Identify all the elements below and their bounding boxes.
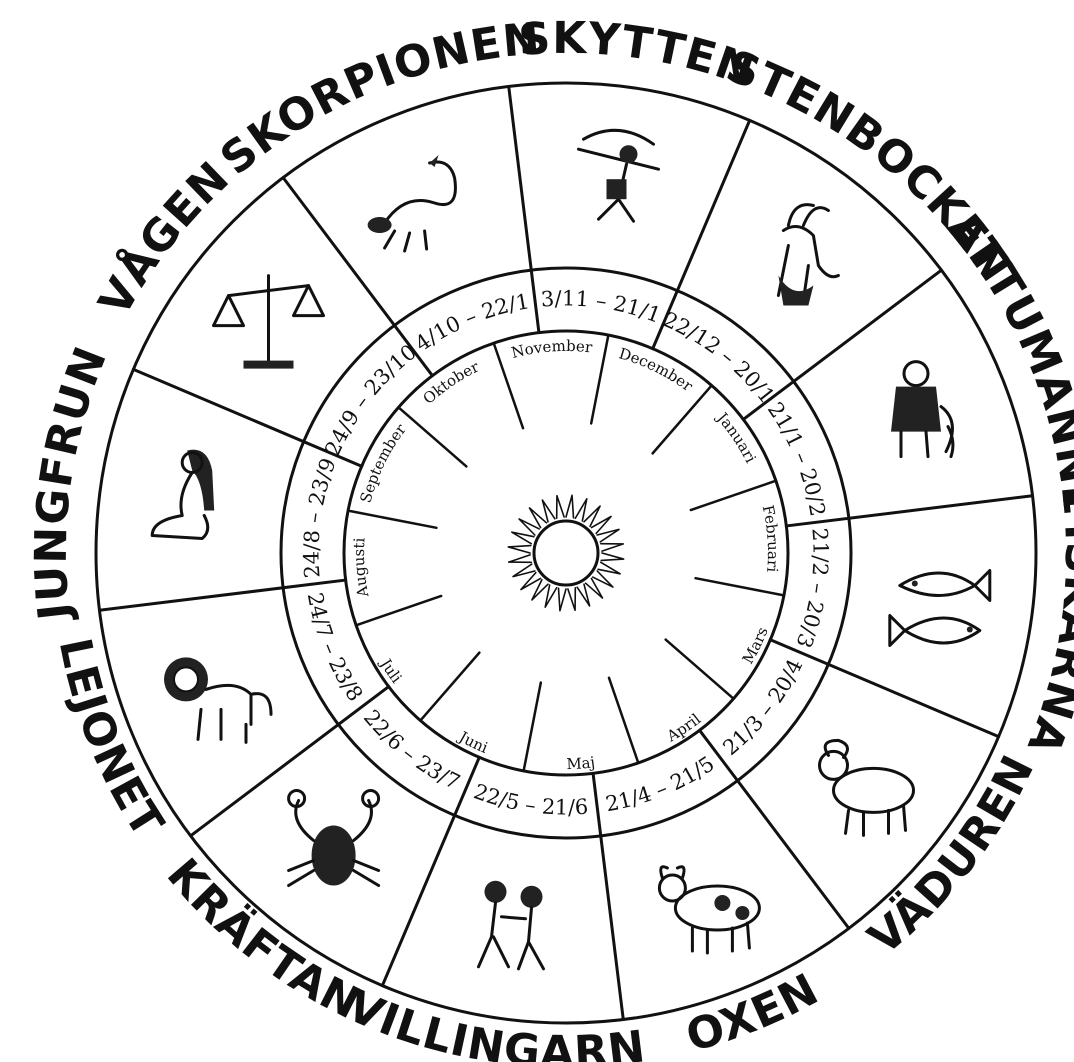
sun-icon (508, 495, 623, 610)
month-divider (420, 653, 479, 721)
month-divider (691, 481, 776, 510)
month-divider (666, 640, 734, 699)
lion-icon (164, 657, 271, 742)
date-range: 24/8 – 23/9 (299, 455, 340, 579)
month-label: Februari (759, 503, 782, 573)
water-bearer-icon (891, 362, 953, 457)
date-ring-inner (344, 331, 788, 775)
archer-icon (579, 130, 659, 221)
sector-divider (382, 757, 479, 985)
wheel-spokes (100, 87, 1033, 1020)
outer-ring (96, 83, 1036, 1023)
wheel-rings (96, 83, 1036, 1023)
date-range: 21/2 – 20/3 (791, 527, 832, 651)
month-divider (653, 385, 712, 453)
sign-name: OXEN (681, 964, 827, 1062)
date-ranges: 24/10 – 22/1123/11 – 21/1222/12 – 20/121… (0, 0, 833, 820)
scales-icon (214, 276, 324, 369)
goat-icon (778, 205, 838, 306)
center-sun (508, 495, 623, 610)
month-divider (524, 683, 541, 771)
month-label: Juli (376, 654, 406, 687)
date-range: 24/7 – 23/8 (303, 591, 368, 706)
month-divider (591, 335, 608, 423)
bull-icon (659, 867, 759, 953)
month-divider (696, 578, 784, 595)
date-range: 21/1 – 20/2 (763, 398, 830, 518)
month-label: Augusti (350, 537, 373, 600)
sign-name: JUNGFRUN (26, 339, 117, 625)
twins-icon (479, 881, 544, 969)
month-label: November (509, 337, 593, 362)
date-range: 22/5 – 21/6 (471, 779, 589, 819)
fish-icon (890, 571, 990, 646)
date-range: 21/3 – 20/4 (718, 655, 807, 760)
month-divider (398, 407, 466, 466)
month-label: Januari (712, 408, 760, 466)
sign-name: VÄDUREN (859, 747, 1044, 965)
sign-icons (152, 130, 990, 968)
month-divider (609, 678, 638, 763)
crab-icon (289, 791, 379, 886)
date-range: 21/4 – 21/5 (604, 752, 719, 817)
month-divider (356, 596, 441, 625)
sign-name: FISKARNA (1017, 490, 1074, 762)
month-divider (348, 511, 436, 528)
date-range: 22/6 – 23/7 (359, 705, 464, 794)
sign-name: SKORPIONEN (211, 13, 542, 185)
maiden-icon (152, 450, 214, 539)
ram-icon (820, 740, 914, 835)
sector-divider (770, 640, 998, 737)
month-label: Juni (454, 727, 490, 757)
scorpion-icon (368, 155, 456, 251)
month-label: Maj (566, 753, 596, 773)
